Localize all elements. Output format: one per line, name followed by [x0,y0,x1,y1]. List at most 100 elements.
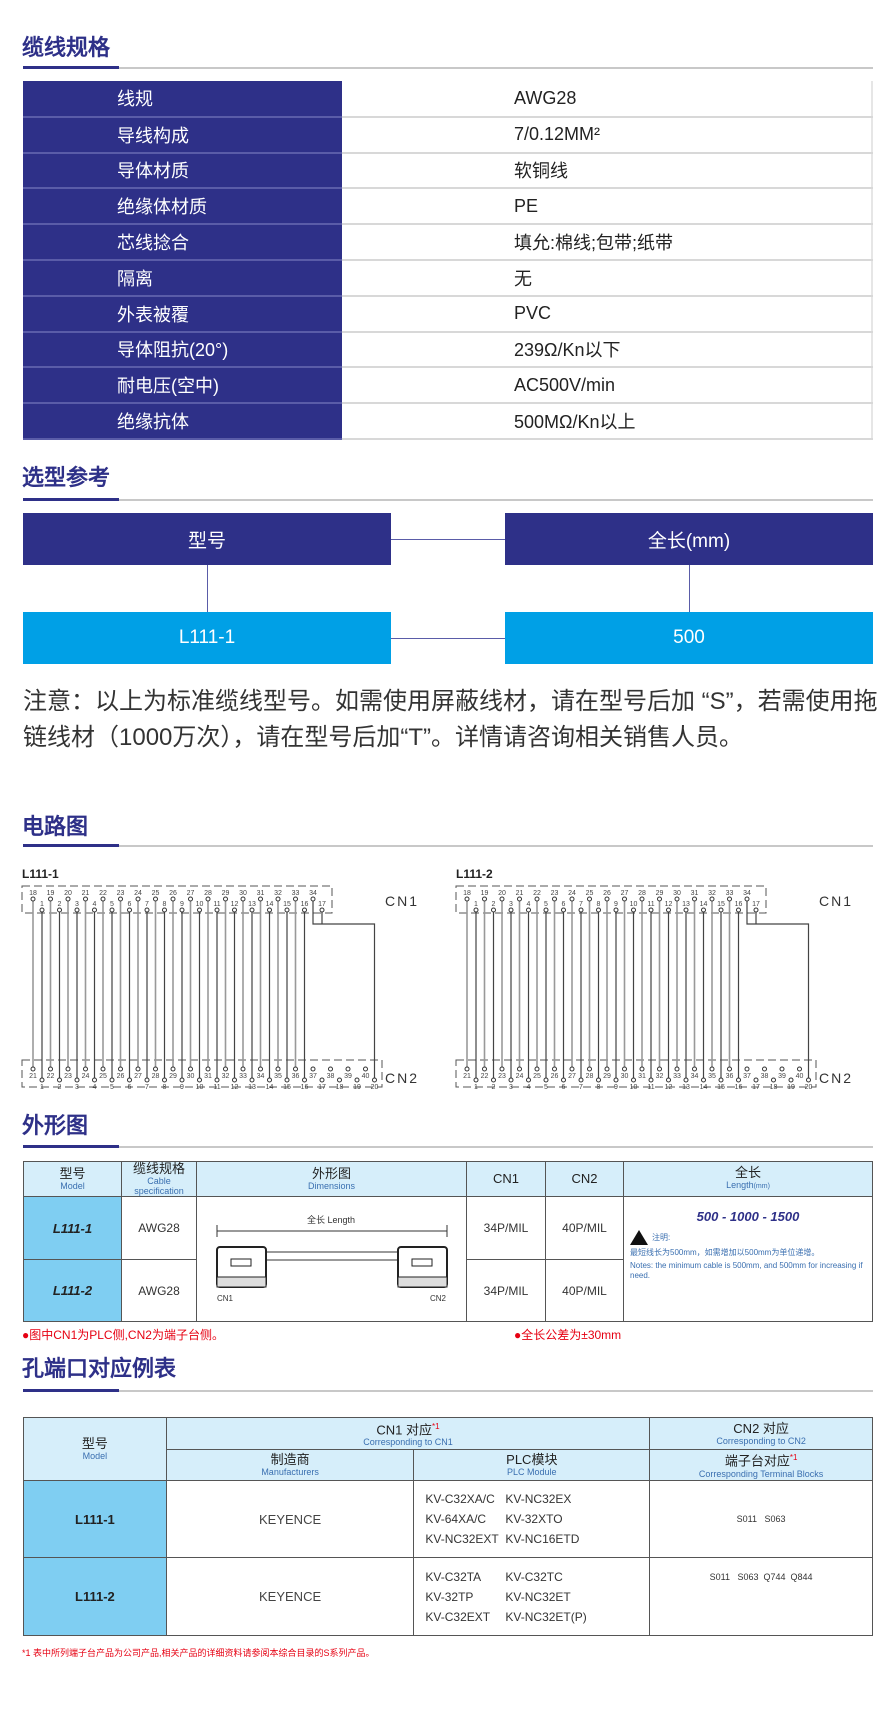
cn2-pin [683,1077,689,1083]
cn2-pin-number: 26 [551,1073,559,1080]
cn1-pin-number: 6 [128,901,132,908]
cn1-pin [508,907,514,913]
port-footnote: *1 表中所列端子台产品为公司产品,相关产品的详细资料请参阅本综合目录的S系列产… [22,1648,375,1658]
cn1-pin-number: 25 [586,890,594,897]
cn2-pin-number: 19 [353,1084,361,1091]
cn1-pin [674,896,680,902]
spec-label: 隔离 [23,259,342,297]
cn-side-note: ●图中CN1为PLC侧,CN2为端子台侧。 [22,1328,224,1342]
cn1-pin [482,896,487,902]
warning-icon [630,1230,648,1245]
section-title-circuit: 电路图 [22,814,89,839]
cn2-pin [92,1077,97,1083]
spec-label: 线规 [23,81,342,118]
cn2-pin-number: 35 [274,1073,282,1080]
cn1-pin [692,896,697,902]
cn1-pin [744,896,750,902]
cn1-pin [135,896,141,902]
section-divider [23,498,873,501]
cn1-pin-number: 5 [544,901,548,908]
cn1-pin-number: 16 [735,901,743,908]
plc-module: KV-32XTO [505,1512,563,1526]
spec-value: PVC [342,295,873,333]
model-cell: L111-2 [23,1557,167,1636]
cn2-pin [310,1066,316,1072]
cn1-pin [701,907,706,913]
cn2-pin-number: 5 [544,1084,548,1091]
cn1-pin-number: 13 [682,901,690,908]
cn2-pin-number: 37 [309,1073,317,1080]
cn2-pin-number: 6 [562,1084,566,1091]
cn2-pin [293,1066,298,1072]
cn2-pin-number: 3 [509,1084,513,1091]
cn1-pin [648,907,654,913]
cn2-pin-number: 34 [257,1073,265,1080]
cn2-pin [284,1077,290,1083]
cn1-pin-number: 16 [301,901,309,908]
cn2-pin [779,1066,785,1072]
cable-cell: AWG28 [121,1196,197,1260]
cn1-pin-number: 21 [82,890,90,897]
cn1-pin [267,907,272,913]
cn2-pin-number: 12 [665,1084,673,1091]
cn1-pin-number: 33 [726,890,734,897]
cn2-pin [499,1066,505,1072]
cn1-pin-number: 3 [509,901,513,908]
cn1-pin-number: 26 [603,890,611,897]
cn1-pin-number: 1 [474,901,478,908]
cn2-pin-number: 8 [597,1084,601,1091]
plc-module: KV-C32TA [425,1569,482,1584]
cn1-pin-number: 34 [309,890,317,897]
spec-value: AWG28 [342,81,873,118]
cn1-pin [709,896,715,902]
table-row: L111-2 AWG28 34P/MIL 40P/MIL [23,1259,873,1322]
cn2-pin-number: 15 [283,1084,291,1091]
length-value-box: 500 [505,612,873,664]
spec-label: 绝缘体材质 [23,188,342,226]
cn2-pin-number: 2 [492,1084,496,1091]
cn2-cell: 40P/MIL [545,1259,624,1322]
cn1-pin [197,907,202,913]
cn1-pin [57,907,62,913]
cn1-pin [683,907,689,913]
wire [746,899,810,1080]
section-title-cable-spec: 缆线规格 [22,35,111,60]
cn1-pin-number: 4 [93,901,97,908]
cn1-pin-number: 7 [579,901,583,908]
cn1-pin-number: 3 [75,901,79,908]
cn1-connector-box [455,885,767,914]
cn1-pin [319,907,325,913]
cn2-pin-number: 32 [656,1073,664,1080]
cn2-pin-number: 23 [64,1073,72,1080]
cn2-pin-number: 16 [735,1084,743,1091]
dimension-drawing-cell: 全长 Length CN1 CN2 [196,1196,467,1322]
cn2-connector-box [455,1059,817,1088]
spec-value: 填允:棉线;包带;纸带 [342,224,873,261]
col-dim-en: Dimensions [307,1181,356,1191]
cn1-pin-number: 11 [647,901,654,908]
cn2-pin [57,1077,62,1083]
spec-row: 导体阻抗(20°)239Ω/Kn以下 [23,331,873,369]
cn1-pin [464,896,470,902]
plc-module: KV-NC32EXT [425,1532,499,1546]
cn1-pin-number: 28 [204,890,212,897]
cn2-pin-number: 24 [516,1073,524,1080]
cn2-pin [771,1077,776,1083]
cn2-pin-number: 25 [533,1073,541,1080]
cn2-pin [223,1066,228,1072]
cn2-pin [337,1077,342,1083]
cn2-pin-number: 27 [134,1073,142,1080]
cn2-pin-number: 7 [145,1084,149,1091]
manufacturer-cell: KEYENCE [165,1480,415,1558]
cn2-pin [109,1077,115,1083]
selection-note: 注意：以上为标准缆线型号。如需使用屏蔽线材，请在型号后加 “S”，若需使用拖链线… [23,688,878,751]
col-model-en: Model [82,1451,108,1461]
cn2-pin-number: 4 [527,1084,531,1091]
cn1-pin-number: 23 [117,890,125,897]
cn2-pin-number: 22 [47,1073,55,1080]
col-cn1-en: Corresponding to CN1 [363,1437,453,1448]
cn2-pin [345,1066,351,1072]
model-cell: L111-1 [23,1196,122,1260]
cn1-label: CN1 [819,893,853,909]
